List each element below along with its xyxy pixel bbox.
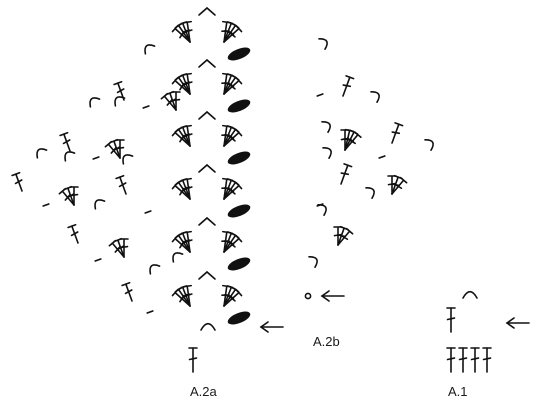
treble-stitch-symbol [69, 186, 79, 206]
treble-stitch-symbol [223, 234, 243, 253]
treble-stitch-symbol [337, 227, 354, 246]
treble-stitch-symbol [171, 91, 181, 111]
treble-stitch-symbol [482, 347, 492, 373]
label-a1: A.1 [448, 384, 468, 399]
chain-arch-symbol [64, 151, 76, 162]
treble-stitch-symbol [178, 73, 191, 95]
treble-stitch-symbol [182, 72, 193, 95]
caret-arch-symbol [198, 270, 216, 280]
treble-stitch-symbol [223, 128, 243, 147]
black-oval-symbol [227, 257, 251, 271]
chain-arch-symbol [122, 154, 134, 165]
treble-stitch-symbol [223, 285, 236, 307]
treble-stitch-symbol [223, 181, 243, 200]
chain-arch-symbol [149, 264, 161, 275]
chain-arch-symbol [370, 91, 380, 103]
treble-stitch-symbol [182, 20, 193, 43]
treble-stitch-symbol [470, 347, 480, 373]
chain-stitch-symbol [316, 93, 324, 97]
treble-stitch-symbol [188, 347, 198, 373]
chain-arch-symbol [462, 290, 478, 299]
black-oval-symbol [227, 311, 251, 325]
chain-stitch-symbol [142, 105, 150, 109]
chain-stitch-symbol [146, 310, 154, 314]
chain-stitch-symbol [92, 156, 100, 160]
treble-stitch-symbol [178, 178, 191, 200]
treble-stitch-symbol [223, 231, 236, 253]
treble-stitch-symbol [446, 347, 456, 373]
treble-stitch-symbol [223, 288, 243, 307]
chain-arch-symbol [424, 139, 434, 151]
chain-arch-symbol [317, 204, 327, 216]
treble-stitch-symbol [342, 75, 355, 97]
chain-arch-symbol [308, 256, 318, 268]
row-start-arrow-head [505, 317, 515, 329]
chain-arch-symbol [322, 147, 332, 159]
treble-stitch-symbol [178, 285, 191, 307]
chain-arch-symbol [144, 44, 156, 55]
chain-stitch-symbol [94, 258, 102, 262]
treble-stitch-symbol [182, 284, 193, 307]
treble-stitch-symbol [119, 238, 129, 258]
treble-stitch-symbol [113, 80, 125, 101]
treble-stitch-symbol [59, 131, 71, 152]
treble-stitch-symbol [344, 131, 362, 151]
chain-arch-symbol [200, 322, 216, 331]
caret-arch-symbol [198, 6, 216, 16]
label-a2a: A.2a [190, 384, 217, 399]
treble-stitch-symbol [178, 231, 191, 253]
treble-stitch-symbol [11, 171, 23, 192]
black-oval-symbol [227, 151, 251, 165]
chain-arch-symbol [94, 199, 106, 210]
treble-stitch-symbol [182, 230, 193, 253]
chain-arch-symbol [89, 97, 101, 108]
treble-stitch-symbol [223, 24, 243, 43]
treble-stitch-symbol [223, 76, 243, 95]
black-oval-symbol [227, 47, 251, 61]
caret-arch-symbol [198, 163, 216, 173]
chain-arch-symbol [365, 187, 375, 199]
chain-arch-symbol [321, 121, 331, 133]
caret-arch-symbol [198, 58, 216, 68]
treble-stitch-symbol [446, 307, 456, 333]
label-a2b: A.2b [313, 334, 340, 349]
treble-stitch-symbol [115, 139, 125, 159]
chain-arch-symbol [318, 38, 328, 50]
treble-stitch-symbol [391, 176, 408, 195]
chain-arch-symbol [36, 148, 48, 159]
treble-stitch-symbol [223, 21, 236, 43]
treble-stitch-symbol [115, 174, 127, 195]
slip-ring-symbol [304, 292, 312, 300]
chain-stitch-symbol [42, 203, 50, 207]
treble-stitch-symbol [223, 73, 236, 95]
treble-stitch-symbol [67, 223, 79, 244]
treble-stitch-symbol [182, 177, 193, 200]
treble-stitch-symbol [178, 21, 191, 43]
caret-arch-symbol [198, 110, 216, 120]
chain-stitch-symbol [144, 210, 152, 214]
chain-stitch-symbol [378, 155, 386, 159]
treble-stitch-symbol [121, 281, 133, 302]
treble-stitch-symbol [178, 125, 191, 147]
treble-stitch-symbol [223, 178, 236, 200]
row-start-arrow-head [259, 321, 269, 333]
black-oval-symbol [227, 99, 251, 113]
treble-stitch-symbol [182, 124, 193, 147]
caret-arch-symbol [198, 216, 216, 226]
black-oval-symbol [227, 204, 251, 218]
treble-stitch-symbol [340, 163, 353, 185]
treble-stitch-symbol [223, 125, 236, 147]
treble-stitch-symbol [391, 122, 404, 144]
row-start-arrow-head [320, 290, 330, 302]
treble-stitch-symbol [458, 347, 468, 373]
chain-arch-symbol [172, 252, 184, 263]
